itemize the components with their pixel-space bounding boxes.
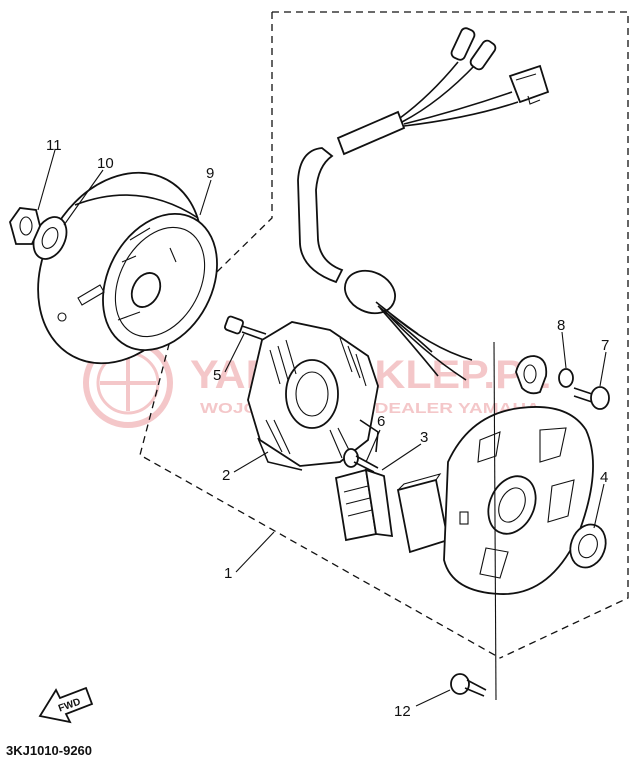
callout-labels: 11 10 9 5 2 1 6 3 4 8 7 12 (46, 137, 609, 720)
callout-leaders (37, 149, 607, 707)
washer (32, 216, 68, 260)
callout-3: 3 (420, 429, 428, 446)
flywheel-rotor (37, 171, 218, 365)
callout-1: 1 (224, 565, 232, 582)
callout-7: 7 (601, 337, 609, 354)
fwd-arrow-icon: FWD (38, 686, 94, 724)
lead-clamp (515, 355, 574, 395)
pickup-coil (334, 468, 450, 554)
plate-screw (450, 673, 487, 697)
callout-2: 2 (222, 467, 230, 484)
callout-9: 9 (206, 165, 214, 182)
nut (9, 207, 41, 245)
callout-12: 12 (394, 703, 411, 720)
stator-base-plate (443, 406, 594, 595)
stator-screw (224, 315, 267, 341)
wire-harness (297, 27, 550, 381)
assembly-guide-line (493, 341, 497, 701)
callout-6: 6 (377, 413, 385, 430)
base-screw (573, 386, 610, 410)
callout-8: 8 (557, 317, 565, 334)
oil-seal (569, 523, 607, 569)
stator-coil (247, 321, 379, 471)
callout-10: 10 (97, 155, 114, 172)
callout-11: 11 (46, 137, 62, 154)
callout-5: 5 (213, 367, 221, 384)
pickup-screw (343, 448, 379, 473)
diagram-code: 3KJ1010-9260 (6, 743, 92, 758)
callout-4: 4 (600, 469, 608, 486)
